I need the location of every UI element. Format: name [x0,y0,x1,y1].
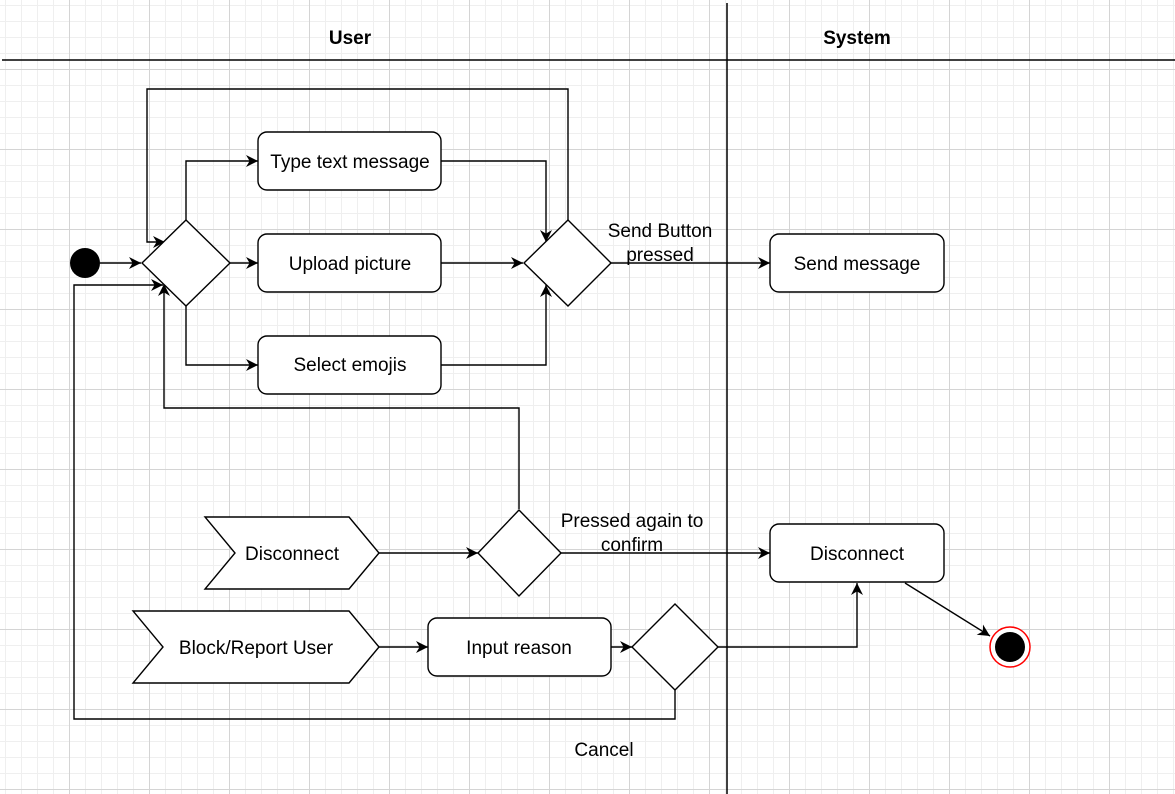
label-send-button-line2: pressed [626,245,694,266]
label-pressed-again-line2: confirm [601,535,663,556]
action-type-text-message: Type text message [257,131,442,191]
action-select-emojis: Select emojis [257,335,442,395]
label-pressed-again-line1: Pressed again to [561,511,704,532]
action-send-message: Send message [769,233,945,293]
svg-text:Disconnect: Disconnect [810,544,905,565]
decision-disconnect-confirm [477,508,562,598]
svg-text:Select emojis: Select emojis [294,355,407,376]
svg-text:Input reason: Input reason [466,638,572,659]
lane-title-user: User [329,28,372,49]
svg-text:Send message: Send message [794,254,921,275]
action-upload-picture: Upload picture [257,233,442,293]
edges [73,88,991,720]
signal-disconnect: Disconnect [203,516,380,590]
merge-send [522,219,612,307]
action-input-reason: Input reason [427,617,612,677]
svg-text:Type text message: Type text message [270,152,429,173]
final-node [989,626,1031,668]
edge-report-confirm-to-disconnect [718,583,863,648]
edge-decision-to-type-text [185,155,258,220]
edge-type-text-to-merge [441,160,552,242]
action-disconnect: Disconnect [769,523,945,583]
lane-title-system: System [823,28,891,49]
initial-node [70,248,100,278]
signal-block-report-user: Block/Report User [131,610,380,684]
label-send-button-line1: Send Button [608,221,713,242]
edge-cancel-loop [73,279,676,720]
edge-decision-to-emojis [185,306,258,371]
edge-disconnect-cancel-loop [158,284,520,509]
svg-text:Block/Report User: Block/Report User [179,638,334,659]
edge-emojis-to-merge [441,285,552,366]
svg-text:Disconnect: Disconnect [245,544,340,565]
svg-text:Upload picture: Upload picture [289,254,412,275]
label-cancel: Cancel [574,740,633,761]
decision-message-type [140,219,232,307]
decision-report-confirm [631,603,719,691]
edge-merge-loop-back [146,88,569,248]
edge-disconnect-to-final [904,582,991,637]
